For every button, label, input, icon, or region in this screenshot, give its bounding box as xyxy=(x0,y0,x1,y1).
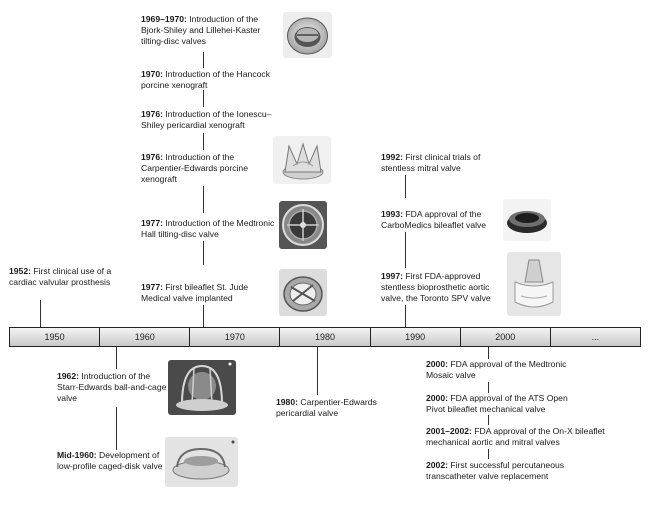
event-2000-mosaic: 2000: FDA approval of the Medtronic Mosa… xyxy=(426,359,567,380)
tilting-disc-valve-image xyxy=(283,12,332,58)
event-mid1960: Mid-1960: Development of low-profile cag… xyxy=(57,450,163,471)
event-2002: 2002: First successful percutaneous tran… xyxy=(426,460,565,481)
decade-1970: 1970 xyxy=(190,328,281,346)
connector-2001 xyxy=(488,415,490,425)
connector-1969 xyxy=(203,52,205,68)
connector-1992 xyxy=(405,175,407,198)
event-1970: 1970: Introduction of the Hancock porcin… xyxy=(141,69,270,90)
event-2000-ats: 2000: FDA approval of the ATS Open Pivot… xyxy=(426,393,568,414)
event-1977-medtronic: 1977: Introduction of the Medtronic Hall… xyxy=(141,218,275,239)
connector-1993 xyxy=(405,232,407,268)
connector-1970 xyxy=(203,90,205,107)
connector-2000 xyxy=(488,347,490,359)
event-1997: 1997: First FDA-approved stentless biopr… xyxy=(381,271,491,303)
decade-2000: 2000 xyxy=(461,328,551,346)
connector-2000b xyxy=(488,382,490,393)
event-1952: 1952: First clinical use of a cardiac va… xyxy=(9,266,112,287)
carbomedics-valve-image xyxy=(503,199,551,241)
connector-1980 xyxy=(317,347,319,395)
event-1977-stjude: 1977: First bileaflet St. Jude Medical v… xyxy=(141,282,249,303)
connector-1962 xyxy=(116,347,118,369)
event-1976-ionescu: 1976: Introduction of the Ionescu–Shiley… xyxy=(141,109,272,130)
event-1980: 1980: Carpentier-Edwards pericardial val… xyxy=(276,397,377,418)
connector-mid1960 xyxy=(116,407,118,450)
connector-1976b xyxy=(203,186,205,213)
decade-1990: 1990 xyxy=(371,328,461,346)
event-2001-2002: 2001–2002: FDA approval of the On-X bile… xyxy=(426,426,605,447)
decade-1980: 1980 xyxy=(280,328,371,346)
connector-1977b xyxy=(203,305,205,327)
decade-1950: 1950 xyxy=(10,328,101,346)
starr-edwards-ball-cage-valve-image xyxy=(168,360,236,415)
connector-1952 xyxy=(40,300,42,327)
event-1976-carpentier: 1976: Introduction of the Carpentier-Edw… xyxy=(141,152,248,184)
decade-1960: 1960 xyxy=(100,328,191,346)
connector-1997 xyxy=(405,305,407,327)
toronto-spv-valve-image xyxy=(507,252,561,316)
event-1962: 1962: Introduction of the Starr-Edwards … xyxy=(57,371,167,403)
connector-1976a xyxy=(203,133,205,150)
porcine-xenograft-valve-image xyxy=(273,136,331,184)
timeline-bar: 1950 1960 1970 1980 1990 2000 ... xyxy=(9,327,641,347)
caged-disk-valve-image xyxy=(165,437,238,487)
decade-ellipsis: ... xyxy=(591,332,600,342)
event-1993: 1993: FDA approval of the CarboMedics bi… xyxy=(381,209,487,230)
event-1992: 1992: First clinical trials of stentless… xyxy=(381,152,481,173)
connector-2002 xyxy=(488,449,490,459)
connector-1977a xyxy=(203,241,205,265)
event-1969-1970: 1969–1970: Introduction of the Bjork-Shi… xyxy=(141,14,261,46)
st-jude-bileaflet-valve-image xyxy=(279,269,327,316)
medtronic-hall-valve-image xyxy=(279,201,327,249)
